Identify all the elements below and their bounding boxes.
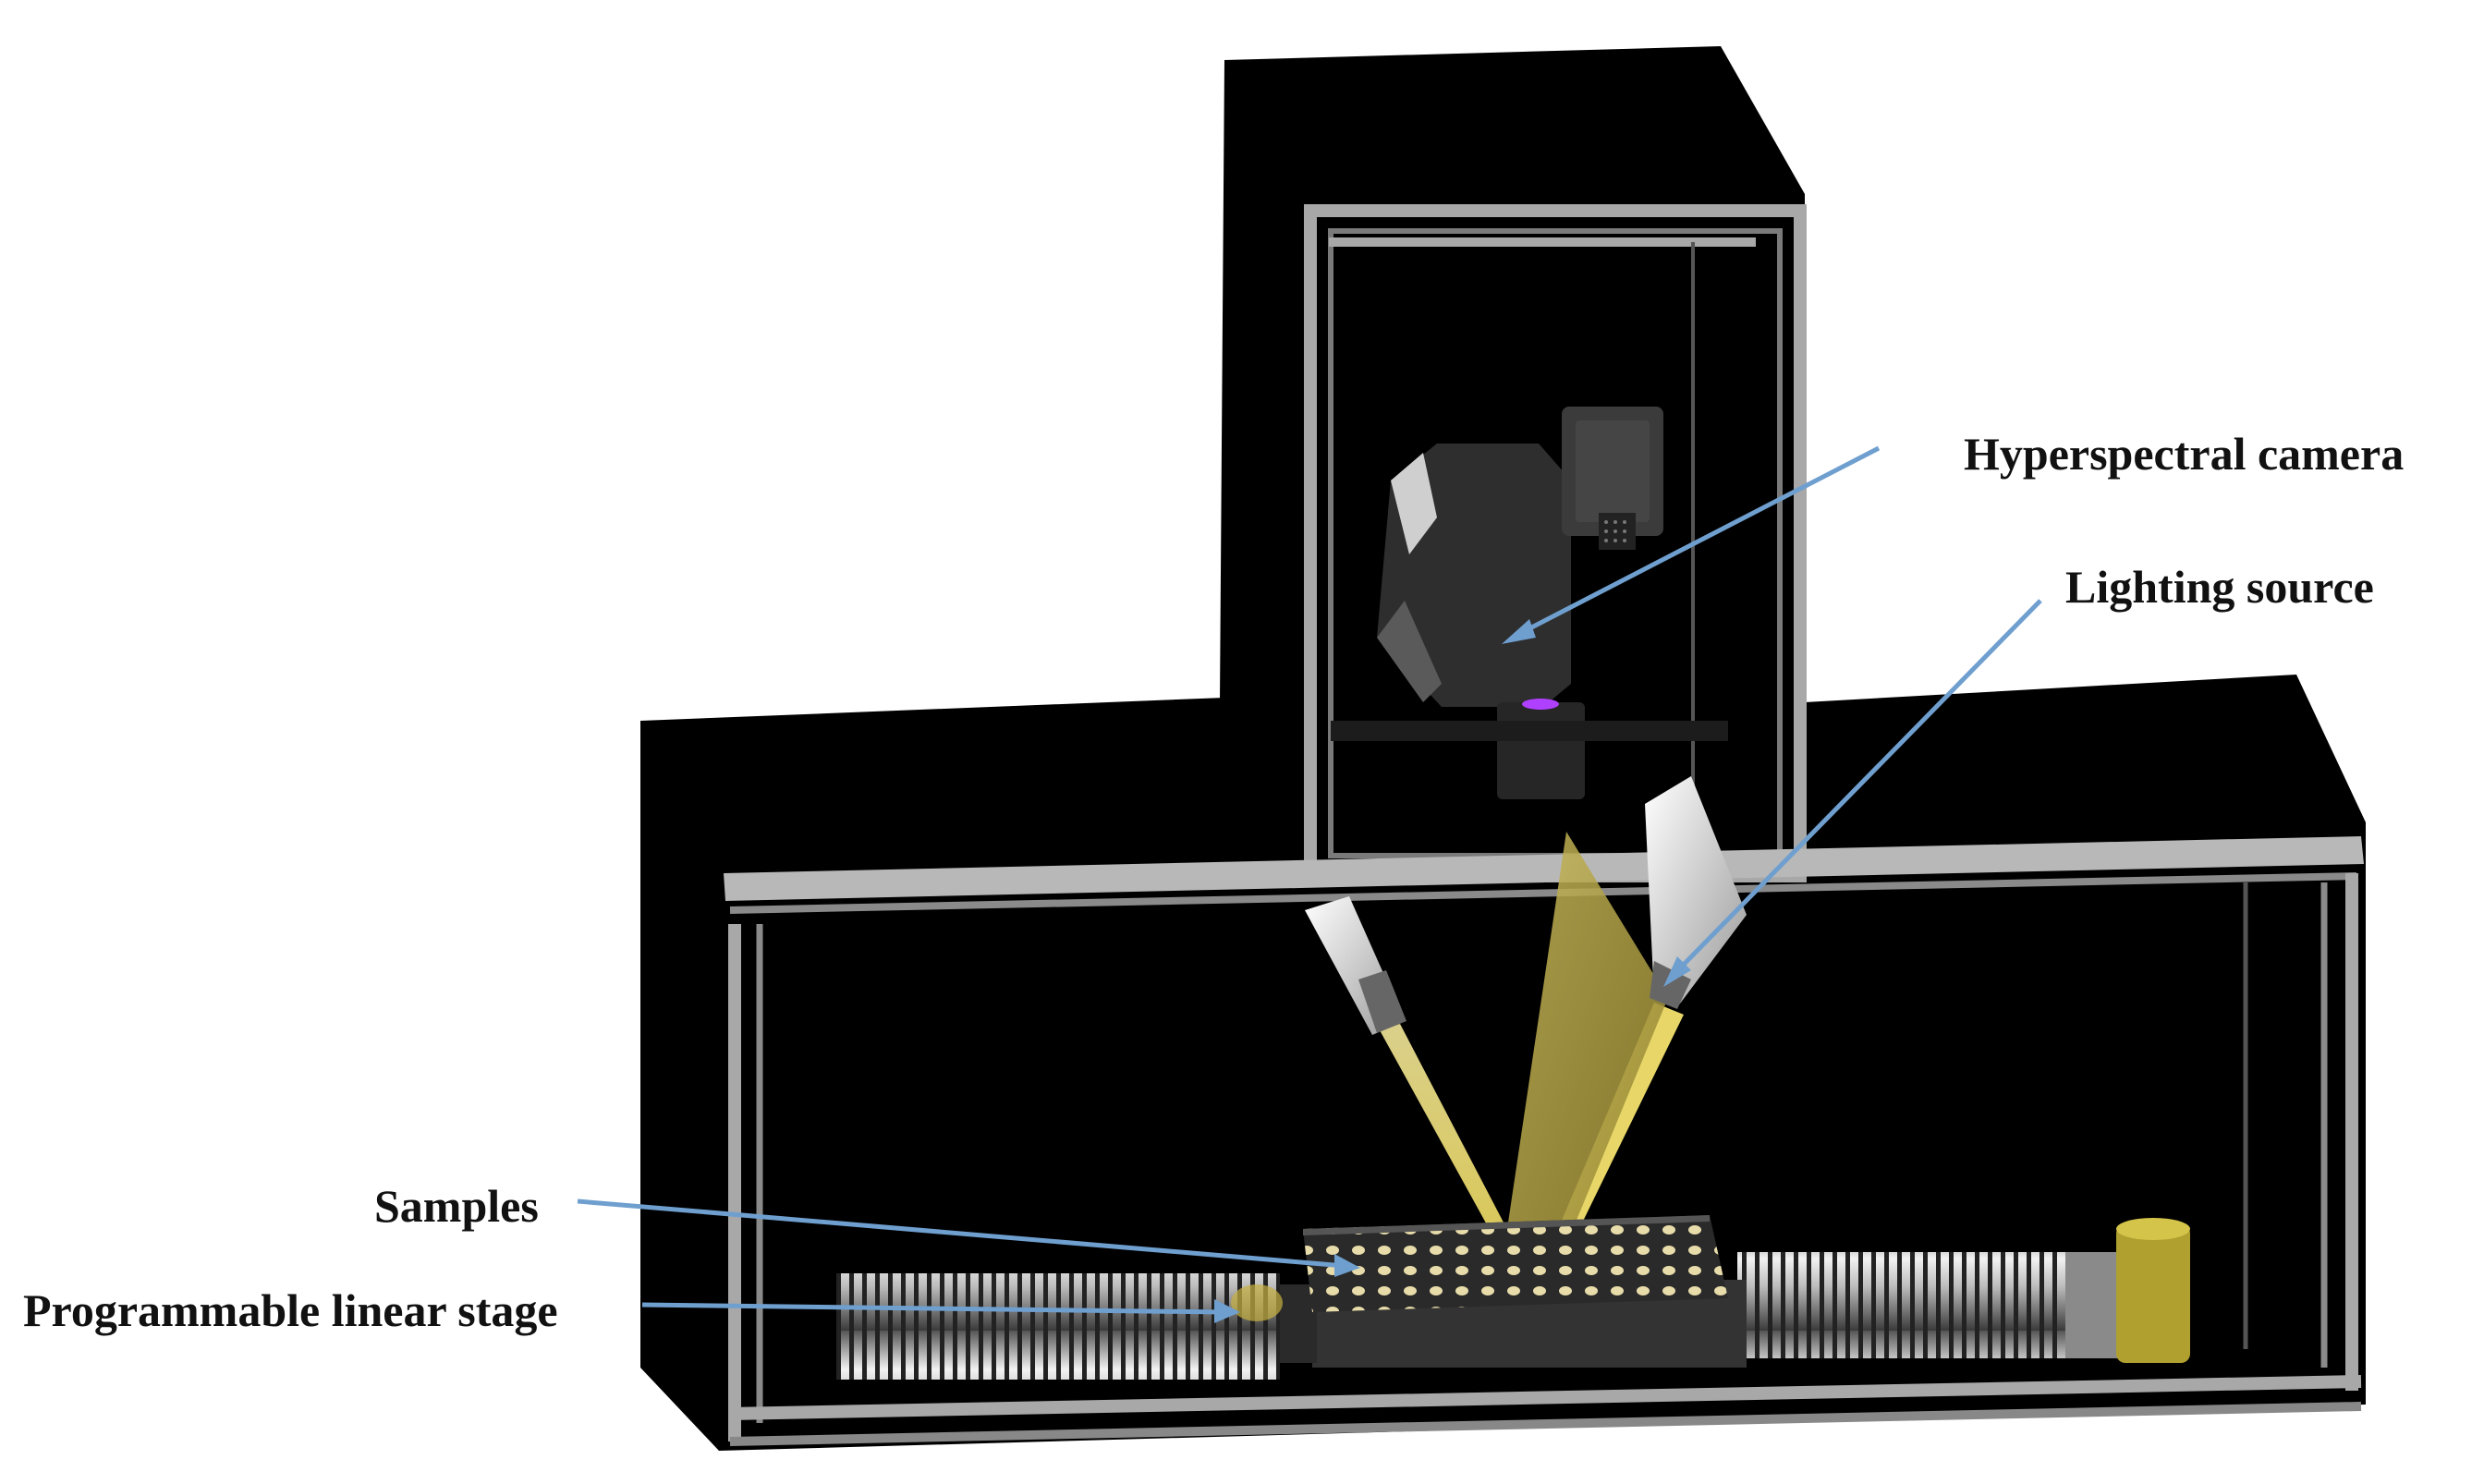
stage-screw-right (1737, 1252, 2070, 1358)
label-hyperspectral-camera: Hyperspectral camera (1964, 428, 2404, 480)
hyperspectral-camera (1377, 407, 1663, 799)
stage-screw-left (836, 1273, 1280, 1380)
label-lighting-source: Lighting source (2065, 561, 2374, 613)
camera-leader-line (1514, 445, 1881, 639)
stage-leader-line (641, 1302, 1225, 1315)
samples-leader-line (577, 1198, 1346, 1269)
lower-frame (724, 836, 2364, 1446)
samples-tray (1303, 1215, 1728, 1312)
camera-lens (1497, 702, 1585, 799)
stage-motor (2116, 1224, 2190, 1363)
camera-aperture (1522, 699, 1559, 710)
wide-light-beam (1502, 832, 1668, 1312)
camera-mount-bar (1331, 721, 1728, 741)
right-lamp (1645, 776, 1747, 1007)
lighting-source (1305, 776, 1747, 1035)
leader-lines (577, 445, 2042, 1323)
label-samples: Samples (374, 1180, 539, 1232)
lighting-leader-line (1669, 599, 2042, 979)
programmable-linear-stage (836, 1218, 2190, 1380)
label-linear-stage: Programmable linear stage (23, 1284, 558, 1336)
